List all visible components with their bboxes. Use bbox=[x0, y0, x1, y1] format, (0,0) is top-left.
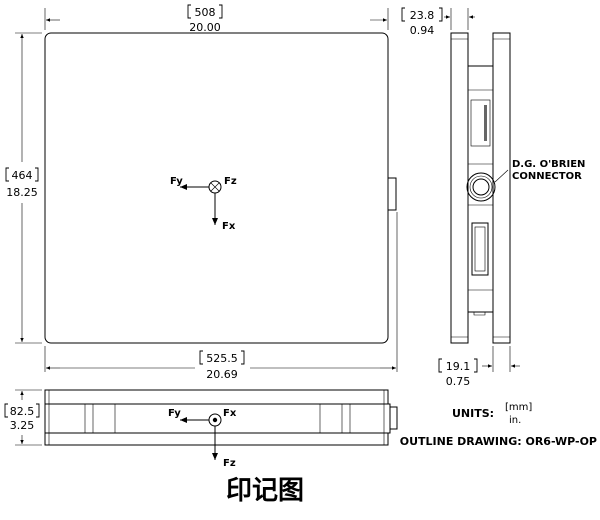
height-in: 3.25 bbox=[10, 419, 35, 432]
rail-in: 0.94 bbox=[410, 24, 435, 37]
product-label bbox=[470, 99, 491, 147]
connector-stub-front bbox=[389, 406, 398, 430]
rail-mm: 23.8 bbox=[410, 9, 435, 22]
plate-outline bbox=[44, 32, 389, 344]
fy-label: Fy bbox=[170, 176, 183, 187]
overall-in: 20.69 bbox=[206, 368, 238, 381]
bracket-icon bbox=[4, 403, 40, 418]
connector-stub bbox=[387, 177, 397, 211]
connector-label-1: D.G. O'BRIEN bbox=[512, 159, 585, 170]
connector-leader bbox=[494, 169, 509, 183]
base-mm: 19.1 bbox=[446, 360, 471, 373]
depth-mm: 464 bbox=[12, 169, 33, 182]
fy-label-front: Fy bbox=[168, 408, 181, 419]
fz-label-front: Fz bbox=[223, 458, 236, 469]
width-mm: 508 bbox=[195, 6, 216, 19]
bracket-icon bbox=[187, 4, 223, 19]
fz-label: Fz bbox=[224, 176, 237, 187]
height-mm: 82.5 bbox=[10, 405, 35, 418]
bracket-icon bbox=[401, 7, 443, 22]
units-mm: [mm] bbox=[505, 402, 532, 413]
connector-icon bbox=[466, 172, 496, 202]
caption: 印记图 bbox=[226, 476, 304, 506]
fx-label-front: Fx bbox=[223, 408, 237, 419]
bracket-icon bbox=[199, 350, 245, 365]
width-in: 20.00 bbox=[189, 21, 221, 34]
base-in: 0.75 bbox=[446, 375, 471, 388]
connector-label-2: CONNECTOR bbox=[512, 171, 582, 182]
top-view: 508 20.00 464 18.25 525.5 20.69 Fy Fz Fx bbox=[5, 4, 398, 381]
units-in: in. bbox=[509, 415, 521, 426]
outline-title: OUTLINE DRAWING: OR6-WP-OP bbox=[400, 435, 597, 448]
depth-in: 18.25 bbox=[6, 186, 38, 199]
front-view: Fy Fx Fz 82.5 3.25 bbox=[4, 389, 398, 469]
fx-label: Fx bbox=[222, 221, 236, 232]
units-label: UNITS: bbox=[452, 407, 494, 420]
overall-mm: 525.5 bbox=[206, 352, 238, 365]
bracket-icon bbox=[5, 167, 39, 182]
bracket-icon bbox=[438, 358, 478, 373]
side-view: D.G. O'BRIEN CONNECTOR 23.8 0.94 19.1 0.… bbox=[401, 7, 585, 388]
